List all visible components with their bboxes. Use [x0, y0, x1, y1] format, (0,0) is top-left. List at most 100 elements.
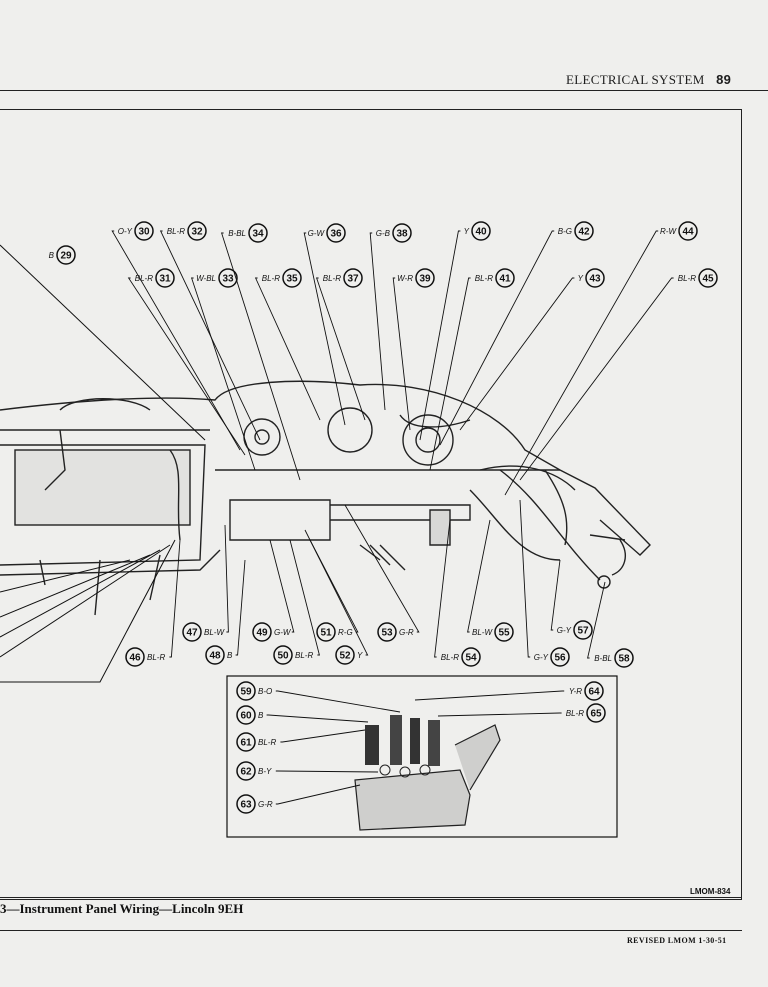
callout-number: 65: [590, 709, 602, 720]
wire-color-label: Y: [357, 651, 363, 660]
callout-65: 65 BL-R: [437, 703, 606, 723]
wire-color-label: BL-R: [258, 738, 276, 747]
callout-number: 47: [186, 628, 198, 639]
page-header: ELECTRICAL SYSTEM 89: [566, 72, 731, 88]
caption-rule-bottom: [0, 930, 742, 931]
callout-number: 59: [240, 687, 252, 698]
callout-circle: [415, 268, 435, 288]
figure-caption: 3—Instrument Panel Wiring—Lincoln 9EH: [0, 901, 244, 916]
instrument-panel-drawing: [0, 380, 651, 616]
wire-color-label: G-Y: [557, 626, 572, 635]
leader-line: [220, 232, 301, 481]
callout-43: 43Y: [459, 268, 605, 431]
callout-circle: [678, 221, 698, 241]
wire-color-label: G-R: [399, 628, 414, 637]
wire-color-label: B: [49, 251, 55, 260]
leader-line: [392, 277, 411, 431]
callout-number: 63: [240, 800, 252, 811]
wire-color-label: BL-R: [678, 274, 696, 283]
callout-circle: [494, 622, 514, 642]
callout-number: 52: [339, 651, 351, 662]
callout-circle: [392, 223, 412, 243]
callout-circle: [205, 645, 225, 665]
callout-number: 39: [419, 274, 431, 285]
callout-number: 53: [381, 628, 393, 639]
callout-circle: [461, 647, 481, 667]
inset-switch-detail: [226, 675, 618, 838]
callout-44: 44R-W: [504, 221, 698, 496]
callout-number: 61: [240, 738, 252, 749]
callout-41: 41 BL-R: [429, 268, 515, 471]
leader-line: [275, 784, 361, 805]
wire-color-label: Y: [464, 227, 470, 236]
leader-line: [289, 539, 320, 656]
leader-line: [439, 230, 555, 446]
leader-line: [303, 232, 346, 426]
wire-color-label: BL-R: [323, 274, 341, 283]
callout-circle: [550, 647, 570, 667]
wire-color-label: B-BL: [594, 654, 612, 663]
callout-number: 35: [286, 274, 298, 285]
callout-circle: [236, 794, 256, 814]
figure-code: LMOM-834: [690, 887, 731, 896]
callout-64: 64Y-R: [414, 681, 604, 701]
callout-38: 38G-B: [369, 223, 412, 411]
leader-line: [224, 524, 229, 633]
leader-line: [519, 499, 531, 658]
leader-line: [266, 714, 369, 723]
leader-line: [587, 581, 606, 659]
callout-circle: [218, 268, 238, 288]
callout-30: 30O-Y: [111, 221, 241, 451]
callout-circle: [252, 622, 272, 642]
leader-line: [504, 230, 659, 496]
wire-color-label: R-G: [338, 628, 353, 637]
wire-color-label: B-BL: [228, 229, 246, 238]
callout-number: 49: [256, 628, 268, 639]
wire-color-label: BL-R: [295, 651, 313, 660]
callout-29: 29 B: [49, 245, 76, 265]
leader-line: [429, 277, 471, 471]
callout-31: 31 BL-R: [127, 268, 246, 456]
callout-circle: [236, 705, 256, 725]
callout-circle: [584, 681, 604, 701]
callout-circle: [614, 648, 634, 668]
callout-number: 41: [499, 274, 511, 285]
wire-color-label: B-Y: [258, 767, 272, 776]
callout-number: 56: [554, 653, 566, 664]
callout-34: 34B-BL: [220, 223, 301, 481]
callout-number: 37: [347, 274, 359, 285]
callout-circle: [125, 647, 145, 667]
callout-number: 40: [475, 227, 487, 238]
leader-line: [275, 770, 379, 773]
callout-circle: [236, 681, 256, 701]
wire-color-label: O-Y: [118, 227, 133, 236]
callout-number: 32: [191, 227, 203, 238]
leader-line: [414, 690, 565, 701]
callout-number: 51: [320, 628, 332, 639]
callout-33: 33W-BL: [190, 268, 256, 471]
leader-line: [467, 519, 491, 633]
callout-circle: [585, 268, 605, 288]
leader-line: [304, 529, 369, 656]
page-number: 89: [716, 72, 732, 87]
callout-number: 42: [578, 227, 590, 238]
wire-color-label: BL-R: [135, 274, 153, 283]
wire-color-label: BL-R: [566, 709, 584, 718]
wire-color-label: BL-R: [475, 274, 493, 283]
callout-circle: [248, 223, 268, 243]
leader-line: [344, 504, 420, 633]
callout-42: 42B-G: [439, 221, 594, 446]
harness-lead-lines: [0, 244, 206, 683]
callout-circle: [574, 221, 594, 241]
wire-color-label: BL-R: [262, 274, 280, 283]
callout-number: 29: [60, 251, 72, 262]
leader-line: [111, 230, 241, 451]
wire-color-label: BL-R: [147, 653, 165, 662]
leader-line: [190, 277, 256, 471]
callout-number: 31: [159, 274, 171, 285]
